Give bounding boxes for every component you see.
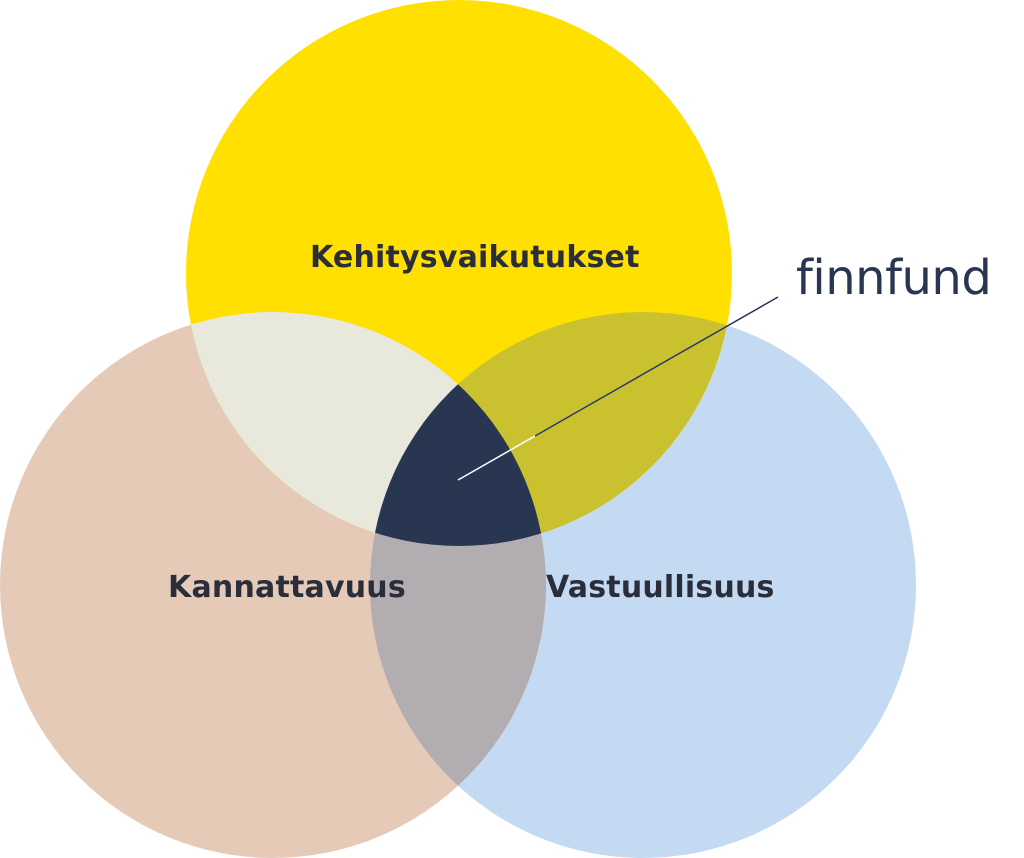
callout-line-outer (534, 296, 779, 437)
finnfund-logo-text: finnfund (796, 250, 992, 306)
label-kehitysvaikutukset: Kehitysvaikutukset (310, 240, 640, 275)
overlap-center (370, 312, 546, 546)
label-vastuullisuus: Vastuullisuus (546, 570, 775, 605)
label-kannattavuus: Kannattavuus (168, 570, 406, 605)
